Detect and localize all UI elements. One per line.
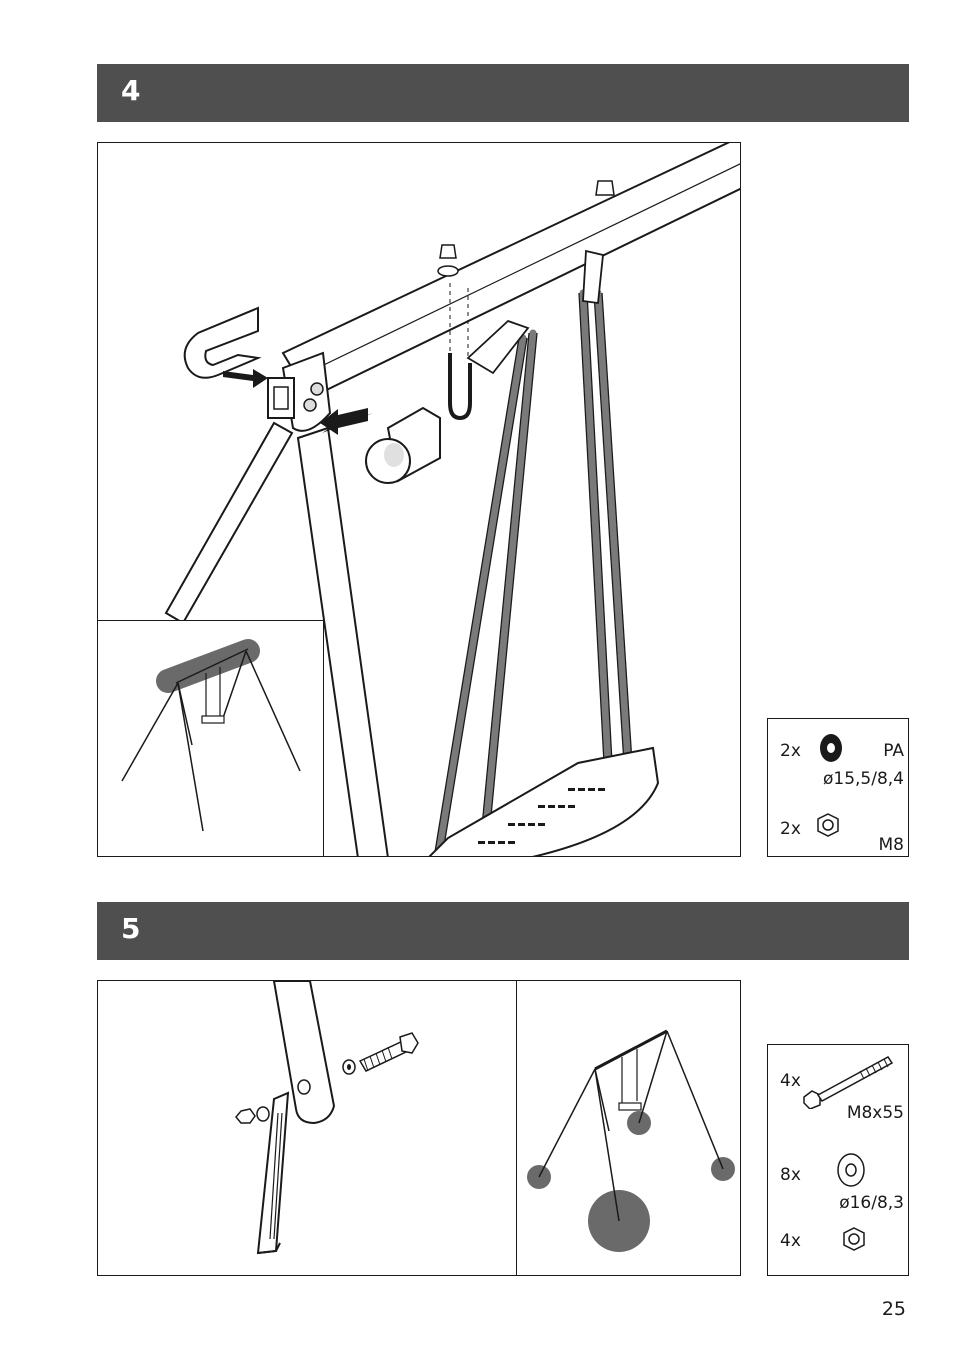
step-5-illustration — [97, 980, 517, 1276]
step-4-header: 4 — [97, 64, 909, 122]
part-spec: M8x55 — [847, 1103, 904, 1123]
part-qty: 2x — [780, 819, 801, 839]
step-5-header: 5 — [97, 902, 909, 960]
part-qty: 2x — [780, 741, 801, 761]
nut-icon — [840, 1225, 868, 1253]
part-spec: ø15,5/8,4 — [823, 769, 904, 789]
step-5-parts-list: 4x M8x55 8x ø16/8,3 4x — [767, 1044, 909, 1276]
part-spec: M8 — [879, 835, 904, 855]
swing-overview-leg-highlights — [517, 981, 741, 1276]
step-4-illustration — [97, 142, 741, 857]
page-number: 25 — [882, 1298, 906, 1320]
step-4-parts-list: 2x PA ø15,5/8,4 2x M8 — [767, 718, 909, 857]
step-number: 5 — [121, 912, 140, 945]
washer-icon — [816, 731, 846, 765]
step-number: 4 — [121, 74, 140, 107]
leg-brace-bolt-drawing — [98, 981, 517, 1276]
swing-overview-highlight — [98, 621, 323, 857]
part-spec: ø16/8,3 — [839, 1193, 904, 1213]
nut-icon — [814, 811, 842, 839]
bolt-icon — [800, 1051, 896, 1109]
step-5-overview — [516, 980, 741, 1276]
part-qty: 8x — [780, 1165, 801, 1185]
part-qty: 4x — [780, 1071, 801, 1091]
part-code: PA — [883, 741, 904, 761]
washer-icon — [834, 1151, 868, 1189]
part-qty: 4x — [780, 1231, 801, 1251]
step-4-overview-inset — [98, 620, 324, 857]
